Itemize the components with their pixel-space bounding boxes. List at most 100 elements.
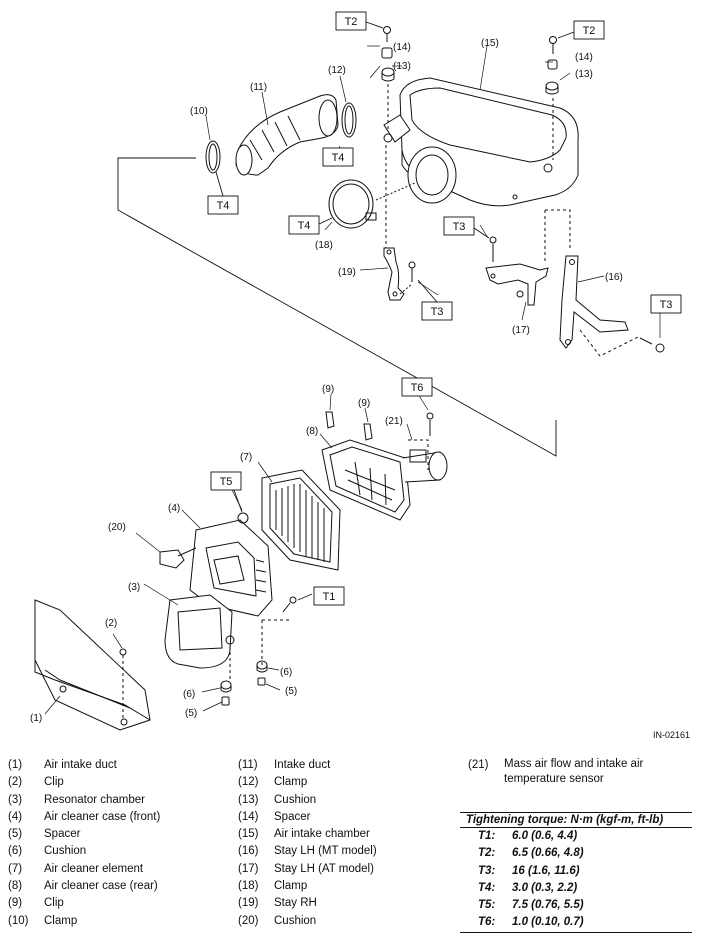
torque-tag-t2-left: T2 [335,11,367,31]
legend-item-label: Cushion [274,793,317,806]
callout-5-left: (5) [185,708,197,719]
torque-key: T1: [478,830,496,842]
callout-2: (2) [105,618,117,629]
legend-item-label: Stay LH (MT model) [274,845,377,858]
legend-item: (15) Air intake chamber [238,826,377,843]
torque-tag-t3-left: T3 [443,216,475,236]
svg-text:T4: T4 [298,220,311,232]
intake-duct-drawing [235,94,339,176]
legend-item-number: (19) [238,897,259,910]
callout-8: (8) [306,426,318,437]
callout-4: (4) [168,503,180,514]
torque-row: T1:6.0 (0.6, 4.4) [460,828,692,845]
callout-20: (20) [108,522,126,533]
air-cleaner-case-rear-drawing [321,439,448,521]
legend-item-label: Spacer [274,810,311,823]
torque-tag-t4-left: T4 [207,195,239,215]
air-intake-chamber-drawing [383,77,579,207]
torque-rows: T1:6.0 (0.6, 4.4) T2: 6.5 (0.66, 4.8) T3:16… [460,828,692,933]
svg-text:T4: T4 [217,200,230,212]
callout-3: (3) [128,582,140,593]
svg-text:T4: T4 [332,152,345,164]
legend-item-number: (15) [238,828,259,841]
legend-item-label: Air cleaner case (front) [44,810,161,823]
callout-9-left: (9) [322,384,334,395]
legend-item-label: Intake duct [274,759,331,771]
svg-text:T3: T3 [453,221,466,233]
callout-14-right: (14) [575,52,593,63]
legend-column-2: (11) Intake duct (12) Clamp (13) Cushion (14) S… [238,757,377,930]
legend-item-label: Stay RH [274,897,317,910]
legend-item-label: Clamp [274,776,308,789]
callout-10: (10) [190,106,208,117]
svg-text:T3: T3 [660,299,673,311]
callout-7: (7) [240,452,252,463]
torque-row: T2: 6.5 (0.66, 4.8) [460,845,692,862]
legend-item: (4) Air cleaner case (front) [8,809,160,826]
legend-item-number: (12) [238,776,259,789]
callout-17: (17) [512,325,530,336]
legend-item-label: Stay LH (AT model) [274,862,374,875]
legend-item-label: Mass air flow and intake air temperature… [504,758,644,785]
resonator-chamber-drawing [164,594,235,669]
legend-item: (17) Stay LH (AT model) [238,861,377,878]
torque-tags: T2 T2 T4 T4 T4 T3 T3 T3 T6 T5 T1 [207,11,682,606]
callout-15: (15) [481,38,499,49]
legend-item-number: (11) [238,759,258,771]
torque-value: 6.5 (0.66, 4.8) [512,847,584,860]
legend-item-label: Air intake chamber [274,828,370,841]
callout-6-right: (6) [280,667,292,678]
torque-table-title: Tightening torque: N·m (kgf-m, ft-lb) [460,812,692,828]
callout-18: (18) [315,240,333,251]
legend-item-number: (6) [8,845,23,858]
callout-14-left: (14) [393,42,411,53]
torque-value: 1.0 (0.10, 0.7) [512,916,584,929]
legend-item-number: (8) [8,880,23,893]
air-intake-duct-drawing [34,599,151,731]
legend-item-number: (4) [8,810,23,823]
legend-item: (12) Clamp [238,774,377,791]
legend-item-number: (13) [238,793,259,806]
clamp-18-drawing [328,179,377,229]
torque-value: 16 (1.6, 11.6) [512,864,580,877]
torque-key: T2: [478,847,496,860]
callout-12: (12) [328,65,346,76]
legend-item: (18) Clamp [238,878,377,895]
legend-item-number: (3) [8,793,23,806]
legend-item-number: (1) [8,759,23,771]
air-cleaner-element-drawing [261,469,341,571]
cushion-20-drawing [159,547,197,569]
legend-item: (6) Cushion [8,843,160,860]
legend-item: (9)Clip [8,895,160,912]
legend-item-number: (17) [238,862,259,875]
callout-6-left: (6) [183,689,195,700]
svg-text:T6: T6 [411,382,424,394]
torque-value: 3.0 (0.3, 2.2) [512,881,578,894]
torque-tag-t3-middle: T3 [421,301,453,321]
legend-item: (8)Air cleaner case (rear) [8,878,160,895]
callout-21: (21) [385,416,403,427]
legend-item-label: Clamp [274,880,308,893]
tightening-torque-table: Tightening torque: N·m (kgf-m, ft-lb) T1… [460,812,692,933]
legend-item-label: Cushion [44,845,87,858]
legend-item: (20)Cushion [238,913,377,930]
legend-item-number: (2) [8,776,23,789]
legend-item-number: (14) [238,810,259,823]
legend-item-number: (10) [8,914,29,927]
callout-16: (16) [605,272,623,283]
svg-text:T3: T3 [431,306,444,318]
svg-text:T2: T2 [583,25,596,37]
callout-9-right: (9) [358,398,370,409]
legend-item-number: (20) [238,914,259,927]
bolt-stack-right-drawing [545,36,559,160]
torque-row: T3:16 (1.6, 11.6) [460,863,692,880]
legend-item: (10)Clamp [8,913,160,930]
legend-item-number: (18) [238,880,259,893]
legend-item-label: Air cleaner element [44,862,144,875]
legend-column-3: (21)Mass air flow and intake air tempera… [468,757,701,787]
clamp-12-drawing [341,102,357,138]
torque-row: T4:3.0 (0.3, 2.2) [460,880,692,897]
torque-tag-t1: T1 [313,586,345,606]
callout-1: (1) [30,713,42,724]
clamp-10-drawing [205,140,221,174]
